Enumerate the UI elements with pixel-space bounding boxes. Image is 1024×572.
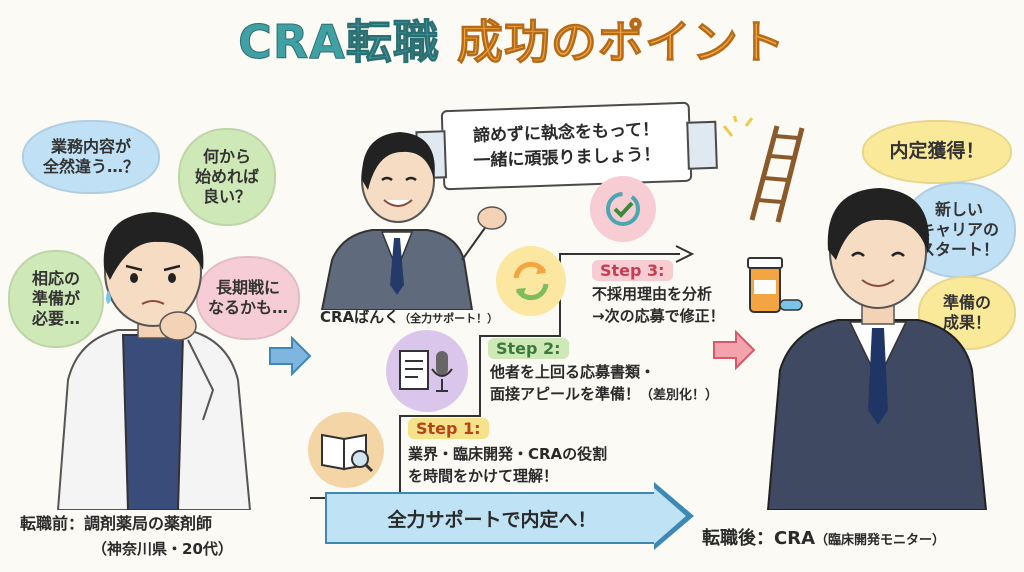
result-bubble-2: 新しいキャリアのスタート！	[902, 182, 1016, 278]
advisor-sub-label: （全力サポート！）	[399, 312, 499, 325]
before-label: 転職前：調剤薬局の薬剤師	[20, 514, 213, 533]
step2-label: Step 2:	[488, 338, 569, 359]
worry-bubble-1: 業務内容が全然違う…？	[22, 120, 160, 194]
after-label: 転職後：CRA	[702, 528, 816, 549]
after-sub-label: （臨床開発モニター）	[815, 533, 946, 548]
advisor-label-group: CRAばんく（全力サポート！）	[320, 306, 498, 327]
medicine-bottle-icon	[744, 256, 804, 324]
success-arrow-icon	[712, 329, 756, 374]
step3-label: Step 3:	[592, 260, 673, 281]
pharmacist-figure	[38, 190, 268, 510]
bottom-arrow-banner: 全力サポートで内定へ！	[325, 492, 659, 544]
step2-text: 他者を上回る応募書類・面接アピールを準備！（差別化！）	[490, 363, 719, 403]
advisor-figure	[312, 110, 512, 310]
bottom-arrow-text: 全力サポートで内定へ！	[387, 508, 597, 531]
title-part1: CRA転職	[238, 15, 440, 70]
ladder-icon	[722, 113, 812, 230]
step3-text: 不採用理由を分析→次の応募で修正！	[592, 285, 725, 325]
result-bubble-1: 内定獲得！	[862, 120, 1012, 184]
book-magnifier-icon	[308, 412, 384, 488]
cra-figure	[758, 170, 998, 510]
worry-bubble-3: 相応の準備が必要…	[8, 250, 104, 348]
advisor-label: CRAばんく	[320, 308, 400, 326]
worry-bubble-4: 長期戦になるかも…	[196, 256, 300, 340]
refresh-arrows-icon	[496, 246, 566, 316]
step1-label: Step 1:	[408, 418, 489, 439]
bottom-arrow-head-inner	[654, 488, 686, 544]
page-title: CRA転職 成功のポイント	[0, 6, 1024, 72]
title-part2: 成功のポイント	[456, 15, 786, 70]
worry-bubble-2: 何から始めれば良い？	[178, 128, 276, 226]
forward-arrow-icon	[268, 335, 312, 380]
document-microphone-icon	[386, 330, 468, 412]
check-cycle-icon	[590, 176, 656, 242]
after-label-group: 転職後：CRA（臨床開発モニター）	[702, 524, 945, 550]
before-sub-label: （神奈川県・20代）	[92, 540, 233, 558]
step1-text: 業界・臨床開発・CRAの役割を時間をかけて理解！	[408, 445, 608, 485]
